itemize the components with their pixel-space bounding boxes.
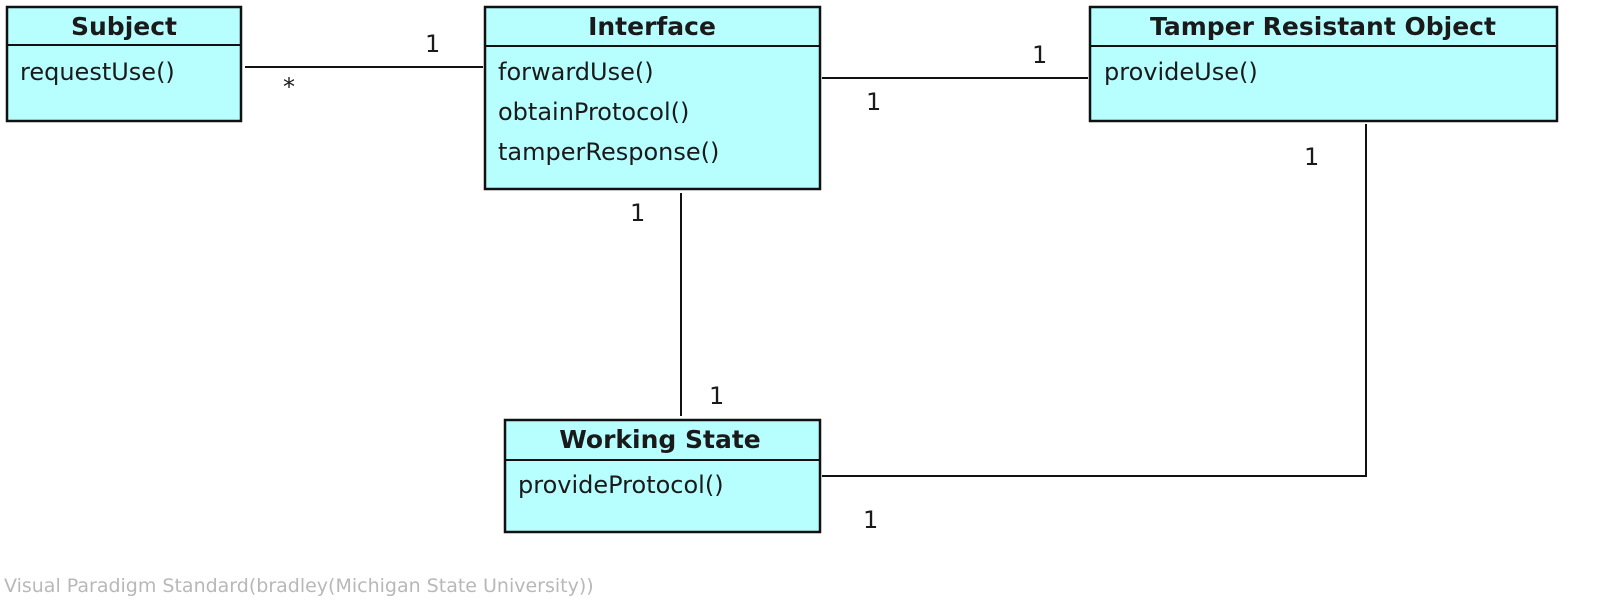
operation: forwardUse()	[498, 58, 654, 86]
watermark: Visual Paradigm Standard(bradley(Michiga…	[4, 575, 594, 597]
class-box	[5, 5, 243, 123]
class-interface[interactable]: Interface forwardUse() obtainProtocol() …	[483, 5, 822, 191]
multiplicity: 1	[863, 506, 878, 534]
association-tamper-working	[822, 124, 1367, 477]
multiplicity: 1	[1032, 41, 1047, 69]
class-name: Interface	[588, 12, 716, 41]
multiplicity: *	[283, 73, 295, 101]
class-box	[1088, 5, 1559, 123]
operation: requestUse()	[20, 58, 175, 86]
class-subject[interactable]: Subject requestUse()	[5, 5, 243, 123]
class-name: Subject	[71, 12, 177, 41]
class-box	[503, 418, 822, 534]
class-tamper-resistant-object[interactable]: Tamper Resistant Object provideUse()	[1088, 5, 1559, 123]
multiplicity: 1	[425, 30, 440, 58]
operation: tamperResponse()	[498, 138, 719, 166]
class-box	[483, 5, 822, 191]
operation: provideProtocol()	[518, 471, 724, 499]
multiplicity: 1	[709, 382, 724, 410]
operation: obtainProtocol()	[498, 98, 689, 126]
class-name: Tamper Resistant Object	[1150, 12, 1496, 41]
operation: provideUse()	[1104, 58, 1258, 86]
class-name: Working State	[559, 425, 761, 454]
class-working-state[interactable]: Working State provideProtocol()	[503, 418, 822, 534]
multiplicity: 1	[1304, 143, 1319, 171]
multiplicity: 1	[630, 199, 645, 227]
multiplicity: 1	[866, 88, 881, 116]
